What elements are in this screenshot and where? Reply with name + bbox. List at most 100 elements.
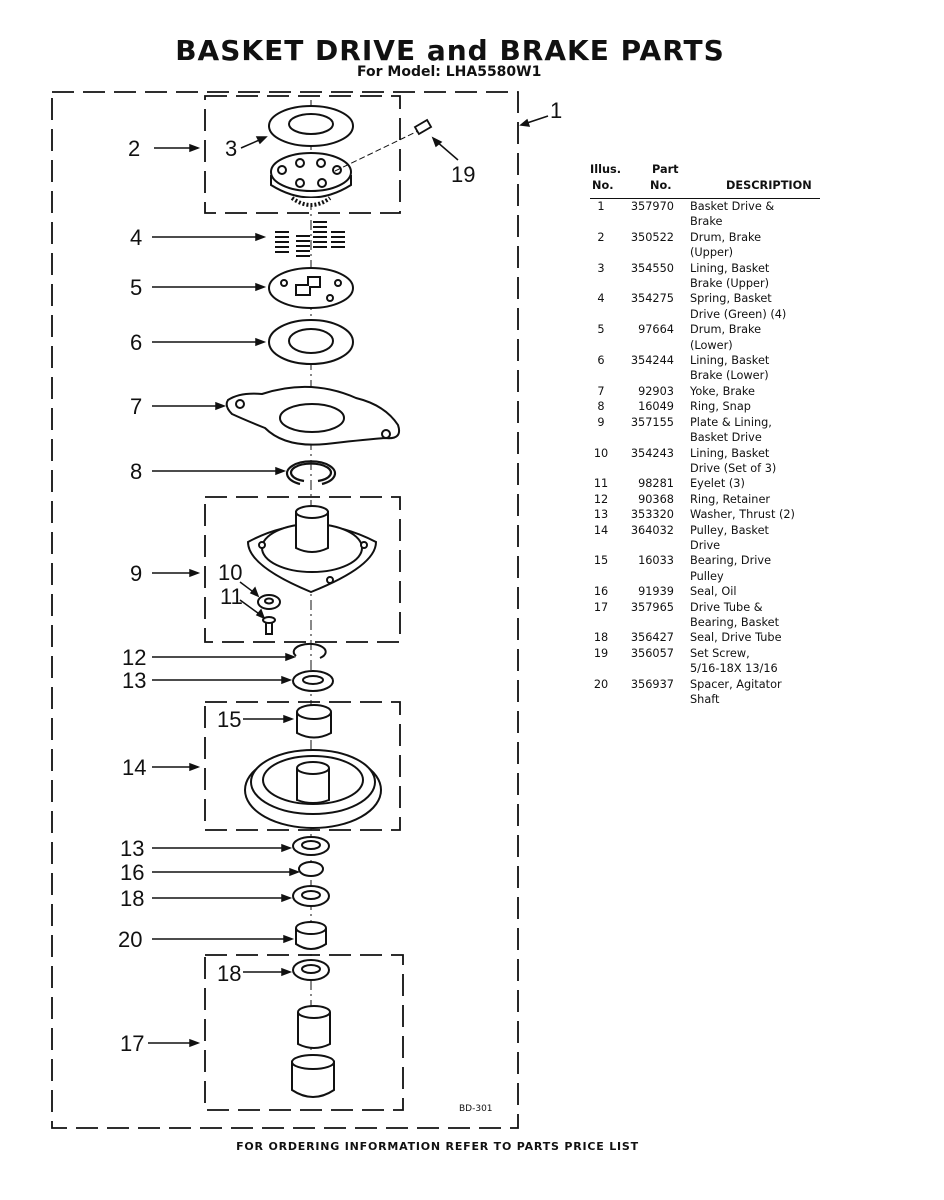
description-line: Drive (Set of 3) <box>690 461 777 475</box>
description-line: Drive Tube & <box>690 600 763 614</box>
part-number: 354244 <box>630 354 674 368</box>
page-title: BASKET DRIVE and BRAKE PARTS <box>175 34 725 67</box>
description-line: Set Screw, <box>690 646 750 660</box>
illus-number: 7 <box>597 384 605 398</box>
part-thrust-washer-lower <box>292 836 330 856</box>
description-line: 5/16-18X 13/16 <box>690 662 778 676</box>
callout-18-upper: 18 <box>120 886 144 911</box>
illus-number: 4 <box>597 292 605 306</box>
table-row: 7 92903 Yoke, Brake <box>590 384 820 399</box>
callout-9: 9 <box>130 561 142 586</box>
illus-number: 2 <box>597 230 605 244</box>
part-agitator-shaft-spacer <box>295 921 327 950</box>
callout-16: 16 <box>120 860 144 885</box>
part-number: 357155 <box>630 415 674 429</box>
callout-labels: 1 2 3 19 4 5 6 7 8 9 10 11 12 13 15 14 1… <box>118 98 562 1056</box>
illus-number: 17 <box>593 600 609 614</box>
illus-number: 11 <box>593 477 609 491</box>
illus-number: 5 <box>597 323 605 337</box>
illus-number: 12 <box>593 492 609 506</box>
callout-4: 4 <box>130 225 142 250</box>
part-drive-tube-seal-upper <box>292 885 330 907</box>
table-header: Illus. No. Part No. DESCRIPTION <box>590 162 820 199</box>
description-line: Ring, Retainer <box>690 492 771 506</box>
description-line: Pulley <box>690 569 724 583</box>
callout-13-lower: 13 <box>120 836 144 861</box>
illus-number: 9 <box>597 415 605 429</box>
part-number: 354550 <box>630 261 674 275</box>
part-description: Drive Tube &Bearing, Basket <box>690 600 814 631</box>
part-drum-upper <box>270 152 352 207</box>
callout-15: 15 <box>217 707 241 732</box>
part-thrust-washer-upper <box>292 670 334 692</box>
part-number: 90368 <box>638 492 674 506</box>
illus-number: 1 <box>597 200 605 213</box>
description-line: Drive (Green) (4) <box>690 307 787 321</box>
description-line: (Lower) <box>690 338 733 352</box>
part-description: Eyelet (3) <box>690 476 814 491</box>
callout-14: 14 <box>122 755 146 780</box>
callout-13-upper: 13 <box>122 668 146 693</box>
table-row: 17 357965 Drive Tube &Bearing, Basket <box>590 600 820 631</box>
part-number: 356937 <box>630 677 674 691</box>
callout-5: 5 <box>130 275 142 300</box>
part-description: Washer, Thrust (2) <box>690 507 814 522</box>
description-line: Seal, Drive Tube <box>690 631 782 645</box>
part-plate-lining <box>246 505 378 594</box>
illus-number: 16 <box>593 585 609 599</box>
description-line: Brake <box>690 215 723 229</box>
description-line: Lining, Basket <box>690 446 770 460</box>
part-number: 353320 <box>630 508 674 522</box>
part-drive-tube-seal-lower <box>292 959 330 981</box>
part-number: 357965 <box>630 600 674 614</box>
illus-number: 18 <box>593 631 609 645</box>
part-number: 91939 <box>638 585 674 599</box>
illus-number: 6 <box>597 354 605 368</box>
part-springs <box>275 221 345 257</box>
description-line: Bearing, Basket <box>690 615 779 629</box>
part-lining-lower <box>268 319 354 365</box>
table-row: 9 357155 Plate & Lining,Basket Drive <box>590 415 820 446</box>
callout-19: 19 <box>451 162 475 187</box>
part-description: Basket Drive & Brake <box>690 199 814 230</box>
illus-number: 10 <box>593 446 609 460</box>
part-description: Yoke, Brake <box>690 384 814 399</box>
part-description: Plate & Lining,Basket Drive <box>690 415 814 446</box>
table-row: 18 356427 Seal, Drive Tube <box>590 630 820 645</box>
description-line: Ring, Snap <box>690 400 751 414</box>
part-number: 92903 <box>638 384 674 398</box>
model-subtitle: For Model: LHA5580W1 <box>357 64 542 80</box>
description-line: Basket Drive & <box>690 200 775 213</box>
box-upper-drum <box>204 95 401 214</box>
part-basket-drive-pulley <box>244 749 382 829</box>
part-number: 356057 <box>630 646 674 660</box>
part-number: 16033 <box>638 554 674 568</box>
description-line: Lining, Basket <box>690 261 770 275</box>
description-line: Yoke, Brake <box>690 384 755 398</box>
description-line: Brake (Lower) <box>690 369 769 383</box>
part-number: 16049 <box>638 400 674 414</box>
part-description: Ring, Snap <box>690 399 814 414</box>
part-eyelet <box>257 594 281 635</box>
part-number: 356427 <box>630 631 674 645</box>
part-description: Ring, Retainer <box>690 492 814 507</box>
description-line: Spacer, Agitator <box>690 677 782 691</box>
box-pulley <box>204 701 401 831</box>
description-line: Bearing, Drive <box>690 554 772 568</box>
description-line: (Upper) <box>690 246 734 260</box>
